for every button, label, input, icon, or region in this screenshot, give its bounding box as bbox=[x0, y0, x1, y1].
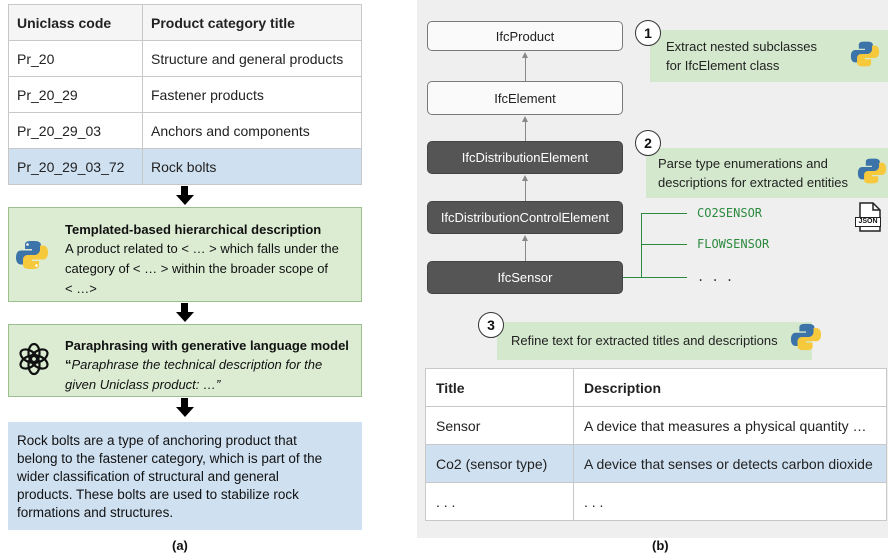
down-arrow-icon bbox=[176, 407, 194, 417]
template-box-title: Templated-based hierarchical description bbox=[65, 222, 322, 237]
up-arrow-icon bbox=[522, 175, 528, 181]
node-ifcproduct: IfcProduct bbox=[427, 21, 623, 51]
cell-title: . . . bbox=[425, 482, 574, 521]
result-line-3: wider classification of structural and g… bbox=[17, 469, 279, 484]
paraphrase-prompt-2: given Uniclass product: …” bbox=[65, 377, 221, 392]
inheritance-connector bbox=[525, 241, 526, 261]
enum-connector bbox=[623, 277, 641, 278]
template-line-2: category of < … > within the broader sco… bbox=[65, 261, 329, 276]
enum-connector bbox=[641, 213, 642, 278]
column-header-description: Description bbox=[573, 368, 887, 407]
enum-co2sensor: CO2SENSOR bbox=[697, 206, 763, 220]
step-2-line-1: Parse type enumerations and bbox=[658, 156, 828, 171]
result-line-4: products. These bolts are used to stabil… bbox=[17, 487, 299, 502]
table-row: Pr_20_29 Fastener products bbox=[8, 76, 362, 113]
cell-title: Rock bolts bbox=[142, 148, 362, 185]
inheritance-connector bbox=[525, 58, 526, 81]
table-row: Pr_20_29_03 Anchors and components bbox=[8, 112, 362, 149]
openai-logo-icon bbox=[19, 342, 49, 376]
result-line-2: belong to the fastener category, which i… bbox=[17, 451, 323, 466]
cell-code: Pr_20_29 bbox=[8, 76, 143, 113]
inheritance-connector bbox=[525, 181, 526, 201]
python-logo-icon bbox=[16, 241, 48, 269]
down-arrow-icon bbox=[176, 195, 194, 205]
step-1-line-1: Extract nested subclasses bbox=[666, 39, 818, 54]
enum-connector bbox=[641, 213, 687, 214]
table-row: Pr_20 Structure and general products bbox=[8, 40, 362, 77]
cell-code: Pr_20_29_03 bbox=[8, 112, 143, 149]
python-logo-icon bbox=[857, 158, 887, 184]
node-ifcsensor: IfcSensor bbox=[427, 261, 623, 294]
column-header-title: Title bbox=[425, 368, 574, 407]
ifc-description-table: Title Description Sensor A device that m… bbox=[425, 368, 887, 521]
cell-title: Sensor bbox=[425, 406, 574, 445]
up-arrow-icon bbox=[522, 52, 528, 58]
node-ifcdistributioncontrolelement: IfcDistributionControlElement bbox=[427, 201, 623, 234]
enum-connector bbox=[641, 277, 687, 278]
cell-description: . . . bbox=[573, 482, 887, 521]
down-arrow-stem bbox=[181, 186, 188, 196]
template-line-3: < …> bbox=[65, 281, 97, 296]
paraphrase-line-1: “Paraphrase the technical description fo… bbox=[65, 355, 322, 375]
cell-title: Fastener products bbox=[142, 76, 362, 113]
node-ifcdistributionelement: IfcDistributionElement bbox=[427, 141, 623, 174]
generated-description-text: Rock bolts are a type of anchoring produ… bbox=[17, 432, 322, 522]
column-header-code: Uniclass code bbox=[8, 4, 143, 41]
caption-a: (a) bbox=[172, 538, 188, 553]
down-arrow-icon bbox=[176, 312, 194, 322]
step-1-number: 1 bbox=[635, 20, 661, 46]
table-row: Sensor A device that measures a physical… bbox=[425, 406, 887, 445]
cell-description: A device that measures a physical quanti… bbox=[573, 406, 887, 445]
enum-connector bbox=[641, 244, 687, 245]
down-arrow-stem bbox=[181, 303, 188, 313]
step-1-box: Extract nested subclasses for IfcElement… bbox=[650, 30, 888, 82]
table-header-row: Title Description bbox=[425, 368, 887, 407]
step-2-number: 2 bbox=[635, 130, 661, 156]
result-line-1: Rock bolts are a type of anchoring produ… bbox=[17, 433, 297, 448]
step-2-box: Parse type enumerations and descriptions… bbox=[646, 148, 888, 198]
cell-title: Co2 (sensor type) bbox=[425, 444, 574, 483]
node-ifcelement: IfcElement bbox=[427, 81, 623, 115]
cell-code: Pr_20 bbox=[8, 40, 143, 77]
paraphrase-box-title: Paraphrasing with generative language mo… bbox=[65, 338, 349, 353]
result-line-5: formations and structures. bbox=[17, 505, 174, 520]
inheritance-connector bbox=[525, 122, 526, 141]
json-file-icon: JSON bbox=[855, 202, 883, 232]
table-header-row: Uniclass code Product category title bbox=[8, 4, 362, 41]
table-row-highlighted: Co2 (sensor type) A device that senses o… bbox=[425, 444, 887, 483]
caption-b: (b) bbox=[652, 538, 669, 553]
enum-flowsensor: FLOWSENSOR bbox=[697, 237, 770, 251]
up-arrow-icon bbox=[522, 235, 528, 241]
step-3-box: Refine text for extracted titles and des… bbox=[497, 322, 812, 360]
column-header-title: Product category title bbox=[142, 4, 362, 41]
python-logo-icon bbox=[790, 323, 822, 351]
up-arrow-icon bbox=[522, 116, 528, 122]
template-line-1: A product related to < … > which falls u… bbox=[65, 241, 339, 256]
table-row-highlighted: Pr_20_29_03_72 Rock bolts bbox=[8, 148, 362, 185]
paraphrase-prompt-1: Paraphrase the technical description for… bbox=[71, 357, 323, 372]
uniclass-table: Uniclass code Product category title Pr_… bbox=[8, 4, 362, 185]
python-logo-icon bbox=[850, 41, 880, 67]
step-3-line-1: Refine text for extracted titles and des… bbox=[511, 333, 778, 348]
quote-mark: “ bbox=[65, 357, 72, 372]
paraphrase-box: Paraphrasing with generative language mo… bbox=[8, 324, 362, 397]
down-arrow-stem bbox=[181, 398, 188, 408]
generated-description-box: Rock bolts are a type of anchoring produ… bbox=[8, 422, 362, 530]
enum-ellipsis: . . . bbox=[697, 270, 734, 284]
cell-title: Structure and general products bbox=[142, 40, 362, 77]
template-description-box: Templated-based hierarchical description… bbox=[8, 207, 362, 302]
step-2-line-2: descriptions for extracted entities bbox=[658, 175, 849, 190]
json-label: JSON bbox=[855, 217, 881, 227]
cell-description: A device that senses or detects carbon d… bbox=[573, 444, 887, 483]
step-3-number: 3 bbox=[478, 312, 504, 338]
step-1-line-2: for IfcElement class bbox=[666, 58, 780, 73]
cell-code: Pr_20_29_03_72 bbox=[8, 148, 143, 185]
cell-title: Anchors and components bbox=[142, 112, 362, 149]
table-row: . . . . . . bbox=[425, 482, 887, 521]
